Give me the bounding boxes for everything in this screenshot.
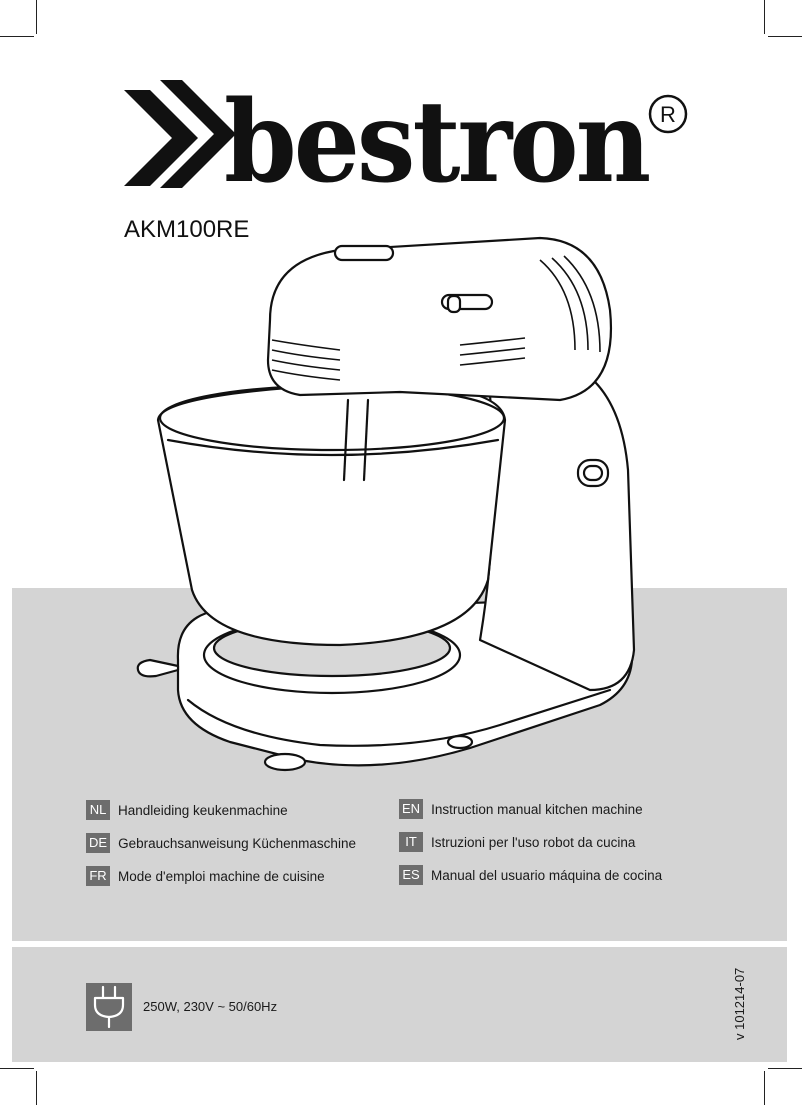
- power-band: [12, 947, 787, 1062]
- language-title: Istruzioni per l'uso robot da cucina: [431, 834, 636, 850]
- language-item-es: ES Manual del usuario máquina de cocina: [399, 865, 662, 885]
- crop-mark: [764, 0, 765, 34]
- language-code-badge: EN: [399, 799, 424, 819]
- plug-icon: [86, 983, 132, 1031]
- crop-mark: [0, 1068, 34, 1069]
- language-title: Mode d'emploi machine de cuisine: [118, 868, 325, 884]
- svg-text:R: R: [660, 102, 676, 127]
- language-title: Manual del usuario máquina de cocina: [431, 867, 663, 883]
- language-code-badge: IT: [399, 832, 423, 852]
- language-item-nl: NL Handleiding keukenmachine: [86, 800, 288, 820]
- crop-mark: [36, 0, 37, 34]
- model-number: AKM100RE: [124, 216, 250, 243]
- language-item-en: EN Instruction manual kitchen machine: [399, 799, 643, 819]
- language-code-badge: NL: [86, 800, 110, 820]
- stand-mixer-illustration: [136, 236, 636, 772]
- version-code: v 101214-07: [732, 967, 747, 1040]
- language-code-badge: FR: [86, 866, 110, 886]
- crop-mark: [764, 1071, 765, 1105]
- language-title: Handleiding keukenmachine: [118, 802, 288, 818]
- crop-mark: [0, 36, 34, 37]
- language-title: Instruction manual kitchen machine: [431, 801, 643, 817]
- power-spec: 250W, 230V ~ 50/60Hz: [143, 999, 278, 1014]
- crop-mark: [768, 1068, 802, 1069]
- chevron-logo-icon: R: [124, 80, 688, 188]
- language-code-badge: ES: [399, 865, 423, 885]
- language-item-it: IT Istruzioni per l'uso robot da cucina: [399, 832, 635, 852]
- language-item-de: DE Gebrauchsanweisung Küchenmaschine: [86, 833, 356, 853]
- language-code-badge: DE: [86, 833, 111, 853]
- crop-mark: [36, 1071, 37, 1105]
- language-item-fr: FR Mode d'emploi machine de cuisine: [86, 866, 325, 886]
- brand-logo-text: bestron: [224, 75, 651, 209]
- language-title: Gebrauchsanweisung Küchenmaschine: [118, 835, 356, 851]
- crop-mark: [768, 36, 802, 37]
